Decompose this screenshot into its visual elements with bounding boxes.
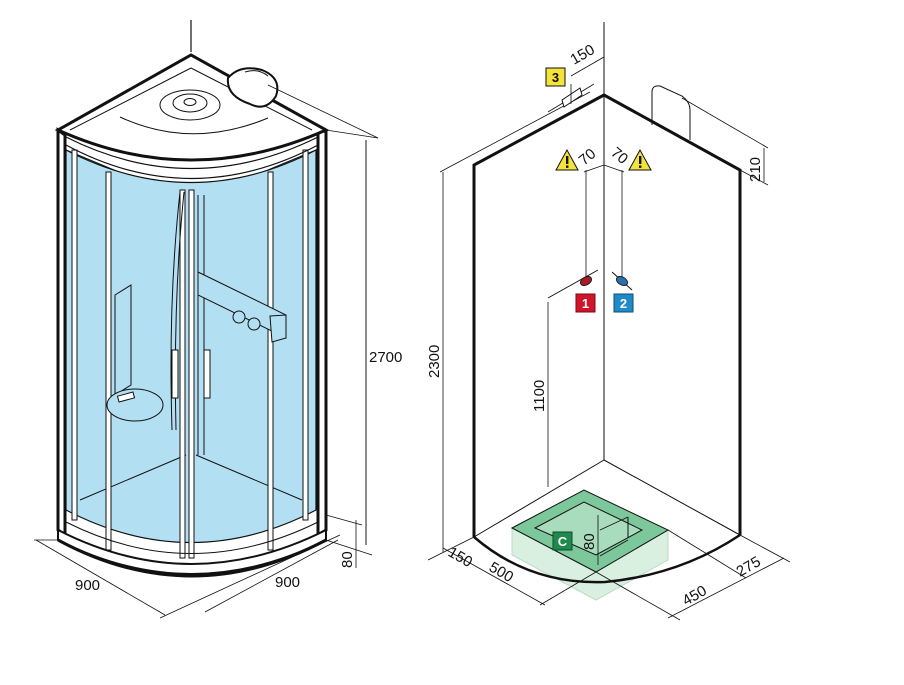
top-panel: [651, 85, 691, 140]
dim-extension: [325, 129, 379, 139]
vent-icon: [561, 87, 583, 108]
badge-ventilation-label: 3: [552, 70, 559, 85]
folding-seat: [106, 388, 164, 422]
frame-bar: [71, 149, 78, 521]
wall-outline: [472, 93, 742, 537]
dim-extension: [739, 534, 791, 563]
dim-outlet-offset-right: 70: [607, 144, 631, 168]
door-handle: [171, 349, 179, 399]
badge-hot-water-box: [575, 293, 596, 313]
installation-plan-view: 80 C 2300 150 500 450 275 210: [426, 22, 791, 621]
roof-inner-edge: [69, 67, 192, 131]
shower-cabin-view: 2700 80 900 900: [34, 20, 402, 619]
dim-extension: [267, 84, 379, 139]
badge-hot-water-label: 1: [582, 296, 589, 311]
frame-bar: [105, 171, 112, 551]
roof-lamp: [226, 67, 279, 108]
dim-extension: [595, 571, 681, 621]
dim-width-right: 900: [275, 574, 300, 591]
mixer-bar-end: [269, 314, 287, 343]
dim-tray-height: 80: [339, 551, 356, 568]
floor-line: [473, 459, 605, 538]
dim-line-vent: [570, 56, 605, 77]
dim-line-floor-left: [442, 547, 546, 606]
frame-bar: [179, 189, 186, 559]
badge-cold-water-box: [613, 293, 634, 313]
dim-wall-height: 2300: [426, 345, 443, 378]
badge-hot-water: 1: [575, 293, 596, 313]
dim-extension: [325, 514, 363, 526]
dim-extension: [539, 571, 597, 606]
seat-hinge: [116, 391, 136, 403]
tray-inner-edge: [65, 521, 319, 554]
cold-water-outlet-icon: [616, 276, 628, 286]
cabin-left-post: [56, 127, 67, 538]
cabin-footprint-curve: [473, 533, 741, 584]
badge-drain-box: [552, 531, 573, 551]
mixer-knob: [247, 317, 261, 331]
dim-extension: [681, 97, 769, 149]
roof-panel: [119, 116, 269, 135]
roof-edge: [65, 144, 319, 179]
badge-drain: C: [552, 531, 573, 551]
dim-height-total: 2700: [369, 349, 402, 366]
floor-line: [603, 459, 741, 536]
dim-outlet-height: 1100: [531, 380, 548, 412]
floor-line: [195, 454, 303, 501]
dim-drain-offset-right-small: 275: [734, 553, 764, 580]
badge-ventilation-box: [545, 67, 566, 87]
roof-edge: [65, 136, 319, 169]
floor-line: [79, 454, 187, 501]
badge-cold-water: 2: [613, 293, 634, 313]
shower-hose: [170, 191, 181, 431]
rain-shower-center: [183, 98, 197, 106]
dim-extension: [599, 516, 629, 531]
dim-line-width-right: [204, 539, 339, 613]
dim-extension: [159, 534, 341, 619]
badge-drain-label: C: [558, 534, 568, 549]
outlet-axis: [547, 269, 599, 299]
dim-extension: [667, 529, 747, 579]
badge-ventilation: 3: [545, 67, 566, 87]
roof-lamp-detail: [244, 70, 269, 77]
dim-drain-depth: 80: [581, 533, 598, 550]
dim-line-outlet-right: [603, 164, 625, 173]
dim-line-outlet-left: [583, 164, 605, 173]
warning-icon: [628, 148, 652, 171]
dim-drain-offset-left-small: 150: [445, 544, 475, 571]
door-handle: [203, 349, 211, 399]
shower-tray-edge: [57, 538, 327, 578]
dim-extension: [599, 539, 629, 557]
dim-top-panel-height: 210: [747, 157, 764, 182]
frame-bar: [302, 149, 309, 521]
side-panel: [114, 284, 132, 396]
dim-extension: [427, 536, 475, 561]
warning-icon: [555, 148, 579, 171]
dim-vent-offset: 150: [568, 41, 598, 68]
mixer-knob: [232, 310, 246, 324]
dim-drain-offset-right: 450: [680, 582, 710, 609]
frame-bar: [188, 189, 195, 559]
frame-bar: [267, 171, 274, 551]
door-frames: [71, 149, 309, 559]
badge-cold-water-label: 2: [620, 296, 627, 311]
dim-line-width-left: [35, 539, 166, 616]
hot-water-outlet-icon: [580, 276, 592, 286]
cabin-right-post: [316, 125, 328, 538]
dim-width-left: 900: [75, 577, 100, 594]
drain-zone-inner: [533, 501, 644, 556]
dim-outlet-offset-left: 70: [576, 145, 600, 169]
dim-extension: [739, 169, 769, 186]
dim-line-floor-right: [667, 557, 785, 619]
